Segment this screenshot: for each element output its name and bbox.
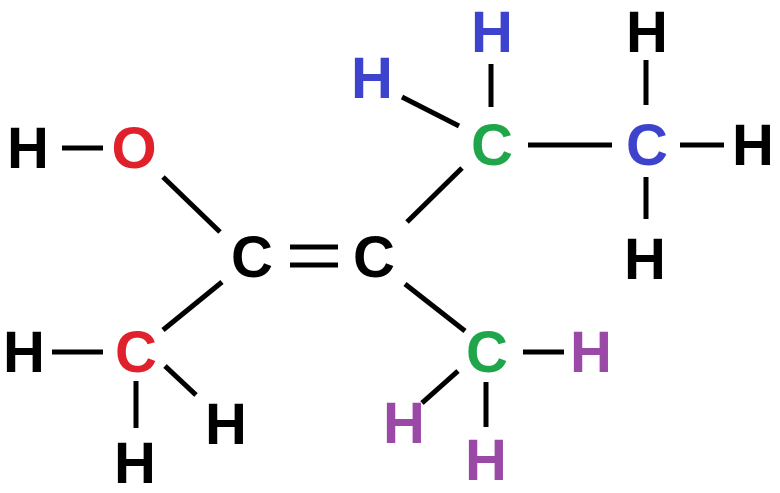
atom-h-ethyl-ch3-1: H [626,0,668,65]
bond-ch2-h-left [400,94,461,129]
atom-h-methyl-right-2: H [383,391,425,456]
atom-h-methyl-left-1: H [3,320,45,385]
bonds-layer [52,60,724,428]
atom-c-enol: C [231,225,273,290]
bond-o-c-enol [161,175,222,234]
bond-ch3r-h-diag [420,369,460,405]
atom-h-ethyl-ch3-3: H [624,227,666,292]
atom-h-hydroxyl: H [7,116,49,181]
atom-c-alkene: C [353,225,395,290]
atom-h-ethyl-ch2-1: H [471,0,513,65]
atom-o-hydroxyl: O [111,116,156,181]
atom-h-methyl-right-1: H [570,320,612,385]
atom-h-methyl-left-2: H [205,392,247,457]
bond-c-enol-c-methyl [161,280,224,332]
atoms-layer: H O C C C H H H C H H C H H H C H H H [3,0,774,493]
atom-c-ethyl-ch2: C [471,113,513,178]
atom-c-ethyl-ch3: C [626,113,668,178]
atom-h-ethyl-ch3-2: H [732,113,774,178]
atom-h-ethyl-ch2-2: H [351,46,393,111]
bond-c-methyl-h-diag [163,364,198,397]
bond-c-alkene-c-ch3 [403,282,467,333]
atom-h-methyl-left-3: H [114,431,156,493]
atom-c-methyl-right: C [466,320,508,385]
bond-c-alkene-c-ch2 [405,166,464,224]
atom-c-methyl-left: C [115,320,157,385]
atom-h-methyl-right-3: H [465,428,507,493]
